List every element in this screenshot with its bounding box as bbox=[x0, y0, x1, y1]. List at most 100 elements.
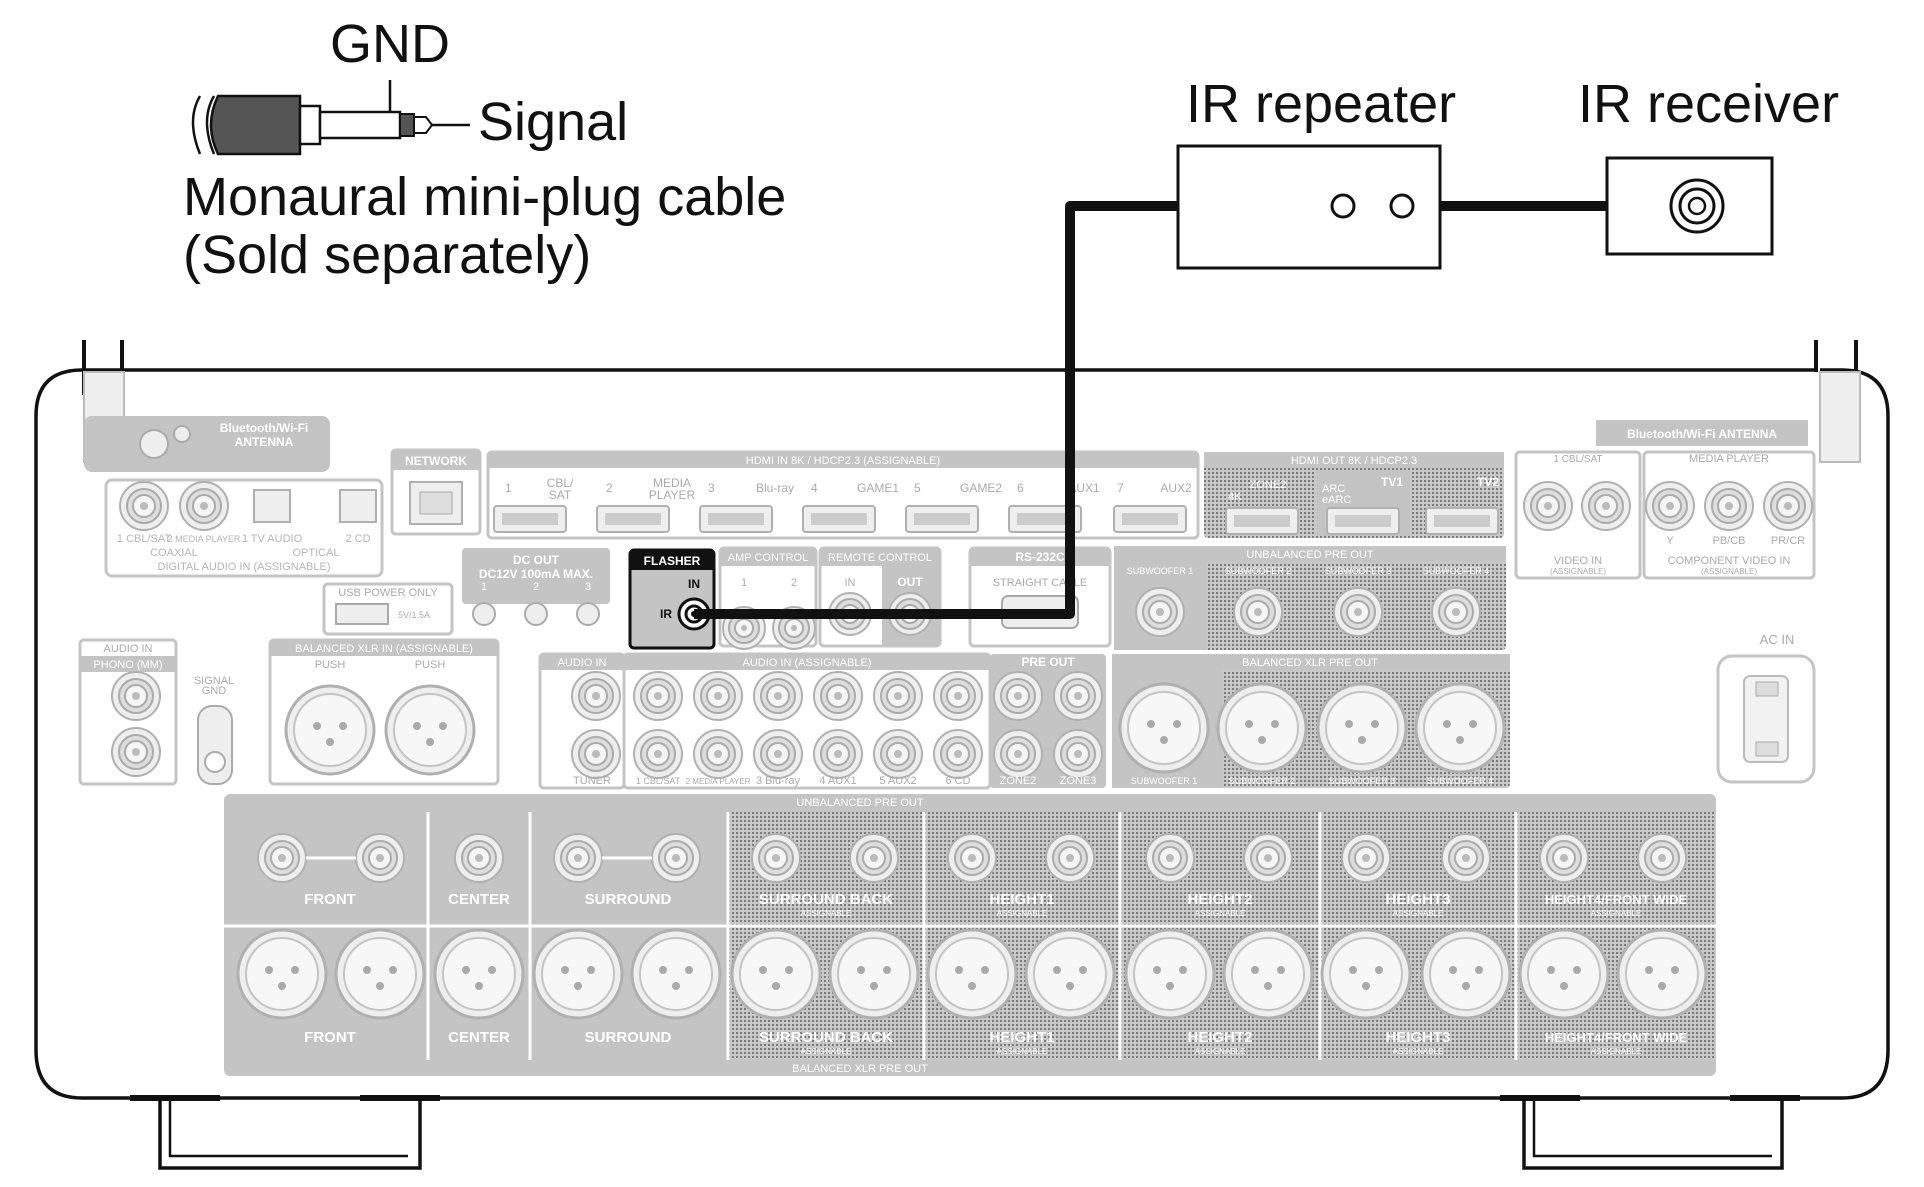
gnd-label: GND bbox=[330, 14, 450, 74]
signal-gnd-label-2: GND bbox=[202, 685, 227, 697]
xlr-subwoofer-3: SUBWOOFER 3 bbox=[1329, 776, 1396, 786]
xlr-assignable-4: ASSIGNABLE bbox=[1393, 1047, 1444, 1056]
subwoofer-4-label: SUBWOOFER 4 bbox=[1423, 566, 1490, 576]
pre-out-zone3: ZONE3 bbox=[1060, 775, 1097, 787]
video-in-sub: (ASSIGNABLE) bbox=[1550, 567, 1606, 576]
xlr-height1-label: HEIGHT1 bbox=[989, 1029, 1054, 1046]
assignable-1: ASSIGNABLE bbox=[801, 909, 852, 918]
component-y: Y bbox=[1666, 535, 1674, 547]
antenna-right-label: Bluetooth/Wi-Fi ANTENNA bbox=[1627, 427, 1777, 441]
amp-control-port-1: 1 bbox=[741, 577, 747, 589]
hdmi-in-2-num: 2 bbox=[606, 481, 613, 495]
hdmi-in-4-num: 4 bbox=[811, 481, 818, 495]
subwoofer-3-label: SUBWOOFER 3 bbox=[1325, 566, 1392, 576]
ir-receiver-label: IR receiver bbox=[1578, 74, 1839, 134]
audio-in-assignable-label: AUDIO IN (ASSIGNABLE) bbox=[743, 657, 872, 669]
hdmi-in-3-name: Blu-ray bbox=[756, 481, 794, 495]
audio-in-port-3: 3 Blu-ray bbox=[756, 775, 801, 787]
component-pb: PB/CB bbox=[1712, 535, 1745, 547]
dc-out-label: DC OUT bbox=[513, 553, 560, 567]
xlr-assignable-1: ASSIGNABLE bbox=[801, 1047, 852, 1056]
push-label-r: PUSH bbox=[315, 659, 346, 671]
antenna-right-panel bbox=[1596, 420, 1808, 446]
rear-panel: Bluetooth/Wi-Fi ANTENNA Bluetooth/Wi-Fi … bbox=[78, 416, 1816, 1076]
digital-port-2: 2 MEDIA PLAYER bbox=[168, 534, 241, 544]
xlr-assignable-2: ASSIGNABLE bbox=[997, 1047, 1048, 1056]
dc-out-panel bbox=[462, 548, 610, 604]
hdmi-in-7-num: 7 bbox=[1117, 481, 1124, 495]
height2-label: HEIGHT2 bbox=[1187, 891, 1252, 908]
hdmi-out-label: HDMI OUT 8K / HDCP2.3 bbox=[1291, 455, 1417, 467]
hdmi-in-5-name: GAME2 bbox=[960, 481, 1002, 495]
xlr-assignable-3: ASSIGNABLE bbox=[1195, 1047, 1246, 1056]
coaxial-label: COAXIAL bbox=[150, 547, 198, 559]
remote-in-label: IN bbox=[845, 577, 856, 589]
hdmi-in-5-num: 5 bbox=[914, 481, 921, 495]
assignable-2: ASSIGNABLE bbox=[997, 909, 1048, 918]
digital-port-1: 1 CBL/SAT bbox=[117, 533, 171, 545]
xlr-front-label: FRONT bbox=[304, 1029, 356, 1046]
video-in-ports: 1 CBL/SAT bbox=[1553, 454, 1602, 465]
hdmi-in-2-name-2: PLAYER bbox=[649, 488, 696, 502]
balanced-xlr-in-label: BALANCED XLR IN (ASSIGNABLE) bbox=[295, 643, 473, 655]
hdmi-in-1-name-2: SAT bbox=[549, 488, 572, 502]
media-player-label: MEDIA PLAYER bbox=[1689, 453, 1769, 465]
xlr-assignable-5: ASSIGNABLE bbox=[1591, 1047, 1642, 1056]
assignable-5: ASSIGNABLE bbox=[1591, 909, 1642, 918]
flasher-repeater-cable bbox=[694, 201, 1178, 619]
height3-label: HEIGHT3 bbox=[1385, 891, 1450, 908]
hdmi-in-2-name-1: MEDIA bbox=[653, 476, 691, 490]
cable-label: Monaural mini-plug cable bbox=[183, 167, 786, 227]
tuner-label: TUNER bbox=[573, 775, 611, 787]
audio-in-port-6: 6 CD bbox=[945, 775, 970, 787]
ir-repeater-label: IR repeater bbox=[1186, 74, 1456, 134]
cable-sold-separately-label: (Sold separately) bbox=[183, 225, 591, 285]
hdmi-in-6-num: 6 bbox=[1017, 481, 1024, 495]
flasher-terminal: FLASHER IN IR bbox=[628, 548, 716, 650]
signal-gnd-label-1: SIGNAL bbox=[194, 675, 234, 687]
signal-label: Signal bbox=[478, 92, 628, 152]
xlr-height3-label: HEIGHT3 bbox=[1385, 1029, 1450, 1046]
xlr-subwoofer-2: SUBWOOFER 2 bbox=[1229, 776, 1296, 786]
xlr-surround-back-label: SURROUND BACK bbox=[759, 1029, 893, 1046]
remote-control-label: REMOTE CONTROL bbox=[828, 552, 932, 564]
ir-repeater-box bbox=[1176, 144, 1442, 270]
surround-back-label: SURROUND BACK bbox=[759, 891, 893, 908]
audio-in-port-2: 2 MEDIA PLAYER bbox=[686, 777, 751, 786]
audio-in-port-5: 5 AUX2 bbox=[879, 775, 916, 787]
surround-label: SURROUND bbox=[585, 891, 672, 908]
hdmi-out-tv1: TV1 bbox=[1381, 475, 1403, 489]
dc-out-port-3: 3 bbox=[585, 581, 591, 593]
component-video-sub: (ASSIGNABLE) bbox=[1701, 567, 1757, 576]
xlr-center-label: CENTER bbox=[448, 1029, 510, 1046]
height1-label: HEIGHT1 bbox=[989, 891, 1054, 908]
xlr-subwoofer-1: SUBWOOFER 1 bbox=[1131, 776, 1198, 786]
digital-port-4: 2 CD bbox=[345, 533, 370, 545]
subwoofer-1-label: SUBWOOFER 1 bbox=[1127, 566, 1194, 576]
audio-in-assignable-panel bbox=[622, 652, 992, 790]
hdmi-in-label: HDMI IN 8K / HDCP2.3 (ASSIGNABLE) bbox=[746, 455, 940, 467]
flasher-ir-label: IR bbox=[660, 607, 672, 621]
video-in-label: VIDEO IN bbox=[1554, 555, 1602, 567]
usb-label: USB POWER ONLY bbox=[338, 587, 438, 599]
xlr-surround-label: SURROUND bbox=[585, 1029, 672, 1046]
subwoofer-2-label: SUBWOOFER 2 bbox=[1225, 566, 1292, 576]
ir-receiver-box bbox=[1605, 156, 1774, 256]
flasher-label: FLASHER bbox=[644, 554, 701, 568]
hdmi-out-4k: 4K bbox=[1228, 491, 1242, 503]
hdmi-out-earc: eARC bbox=[1322, 494, 1351, 506]
rs232-label: RS-232C bbox=[1015, 550, 1065, 564]
xlr-height2-label: HEIGHT2 bbox=[1187, 1029, 1252, 1046]
network-label: NETWORK bbox=[405, 454, 467, 468]
center-label: CENTER bbox=[448, 891, 510, 908]
xlr-height4-label: HEIGHT4/FRONT WIDE bbox=[1545, 1030, 1688, 1045]
digital-audio-in-label: DIGITAL AUDIO IN (ASSIGNABLE) bbox=[158, 561, 331, 573]
hdmi-in-1-num: 1 bbox=[505, 481, 512, 495]
audio-in-phono-label: AUDIO IN bbox=[104, 643, 153, 655]
hdmi-in-4-name: GAME1 bbox=[857, 481, 899, 495]
assignable-3: ASSIGNABLE bbox=[1195, 909, 1246, 918]
amp-control-port-2: 2 bbox=[791, 577, 797, 589]
dc-out-spec: DC12V 100mA MAX. bbox=[479, 567, 593, 581]
component-pr: PR/CR bbox=[1771, 535, 1805, 547]
rs232-sub: STRAIGHT CABLE bbox=[993, 577, 1088, 589]
